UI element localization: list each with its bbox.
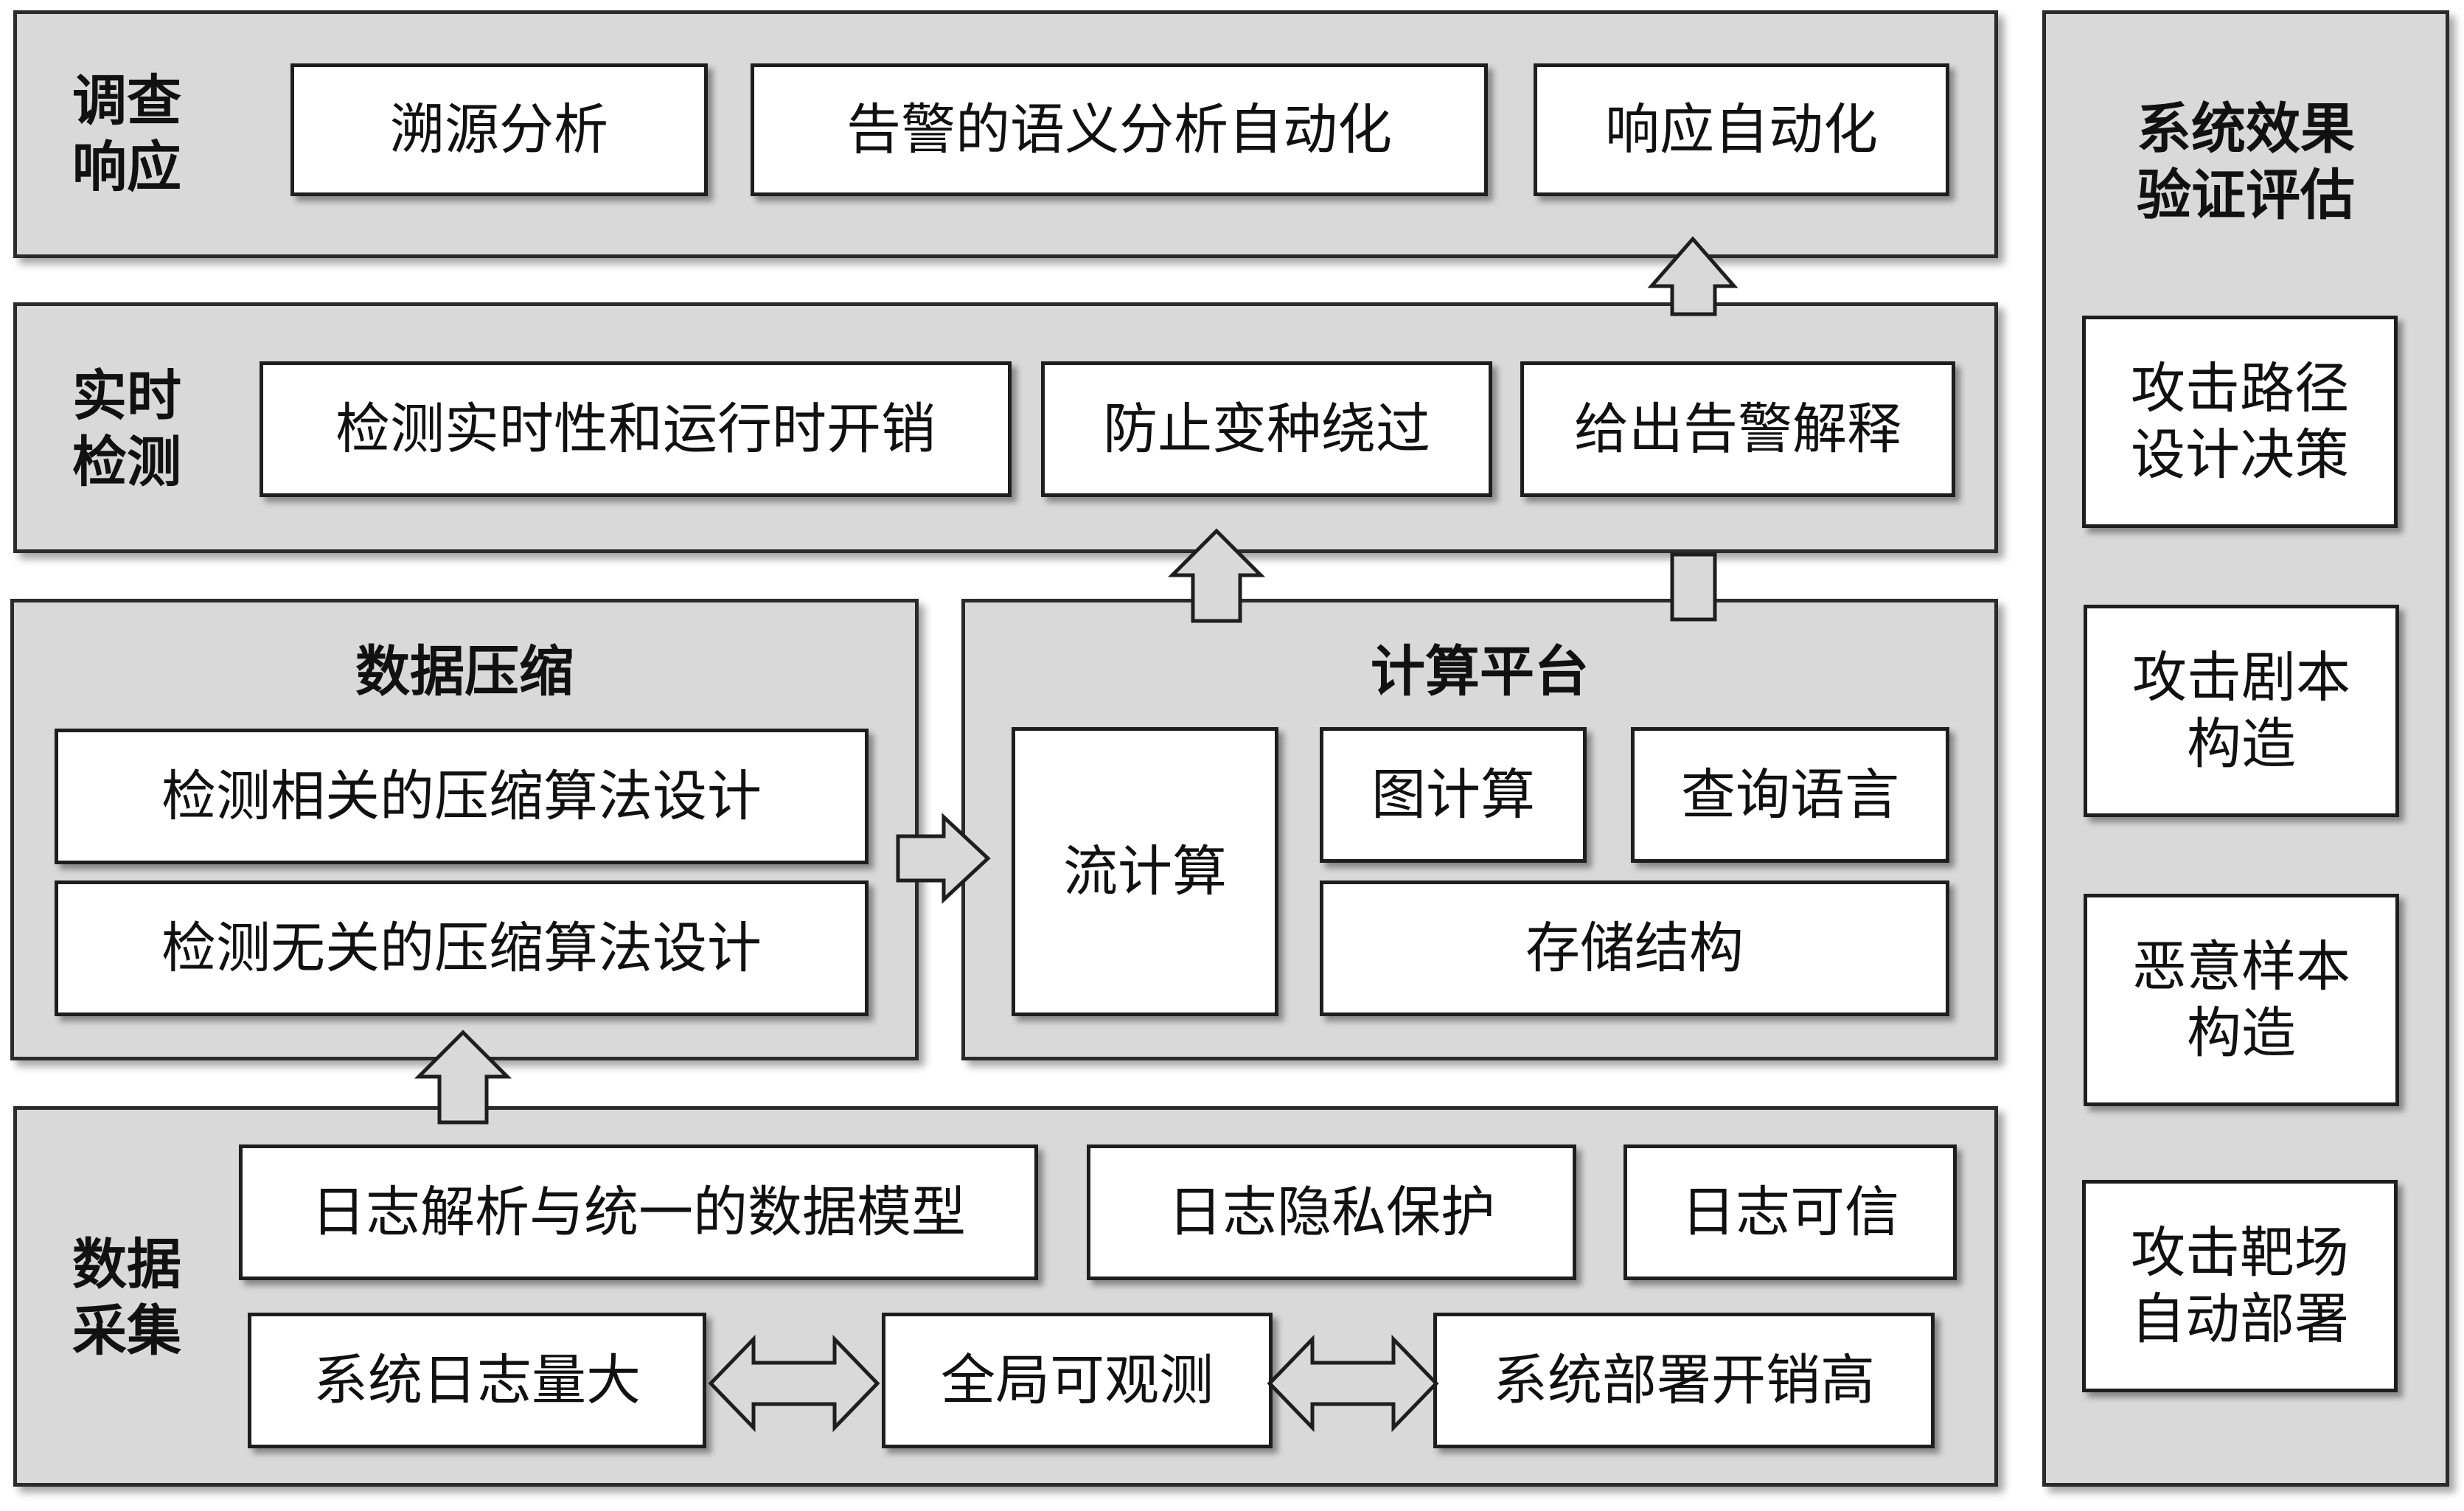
compression-title: 数据压缩 [355, 640, 574, 704]
stream-computing-box: 流计算 [1012, 727, 1278, 1016]
arrow-platform-connector [1670, 552, 1717, 622]
query-language-box: 查询语言 [1631, 727, 1949, 863]
arrow-up-detection-to-investigation [1647, 236, 1739, 316]
collection-label: 数据 采集 [72, 1233, 181, 1364]
attack-path-design-box: 攻击路径 设计决策 [2082, 316, 2398, 528]
detection-realtime-overhead-box: 检测实时性和运行时开销 [260, 361, 1012, 497]
provenance-analysis-box: 溯源分析 [290, 63, 708, 196]
log-trust-box: 日志可信 [1623, 1144, 1957, 1280]
high-deployment-overhead-box: 系统部署开销高 [1433, 1313, 1935, 1448]
large-log-volume-box: 系统日志量大 [248, 1313, 706, 1448]
detection-label: 实时 检测 [72, 364, 181, 495]
prevent-variant-evasion-box: 防止变种绕过 [1041, 361, 1492, 497]
detection-unrelated-compression-box: 检测无关的压缩算法设计 [55, 880, 869, 1016]
response-automation-box: 响应自动化 [1534, 63, 1949, 196]
log-privacy-box: 日志隐私保护 [1087, 1144, 1576, 1280]
double-arrow-left [708, 1334, 880, 1433]
global-observability-box: 全局可观测 [882, 1313, 1273, 1448]
graph-computing-box: 图计算 [1320, 727, 1587, 863]
malware-sample-construction-box: 恶意样本 构造 [2084, 894, 2399, 1106]
arrow-up-collection-to-compression [414, 1029, 512, 1125]
storage-structure-box: 存储结构 [1320, 880, 1949, 1016]
arrow-up-platform-to-detection [1167, 528, 1266, 623]
arrow-right-compression-to-platform [896, 813, 991, 904]
double-arrow-right [1267, 1334, 1439, 1433]
investigation-label: 调查 响应 [72, 69, 181, 200]
alert-semantic-analysis-box: 告警的语义分析自动化 [751, 63, 1488, 196]
evaluation-title: 系统效果 验证评估 [2137, 97, 2355, 228]
attack-script-construction-box: 攻击剧本 构造 [2084, 605, 2399, 817]
computing-platform-title: 计算平台 [1371, 640, 1589, 704]
alert-explanation-box: 给出告警解释 [1520, 361, 1955, 497]
log-parsing-box: 日志解析与统一的数据模型 [239, 1144, 1038, 1280]
detection-related-compression-box: 检测相关的压缩算法设计 [55, 729, 869, 864]
attack-range-deployment-box: 攻击靶场 自动部署 [2082, 1180, 2398, 1392]
